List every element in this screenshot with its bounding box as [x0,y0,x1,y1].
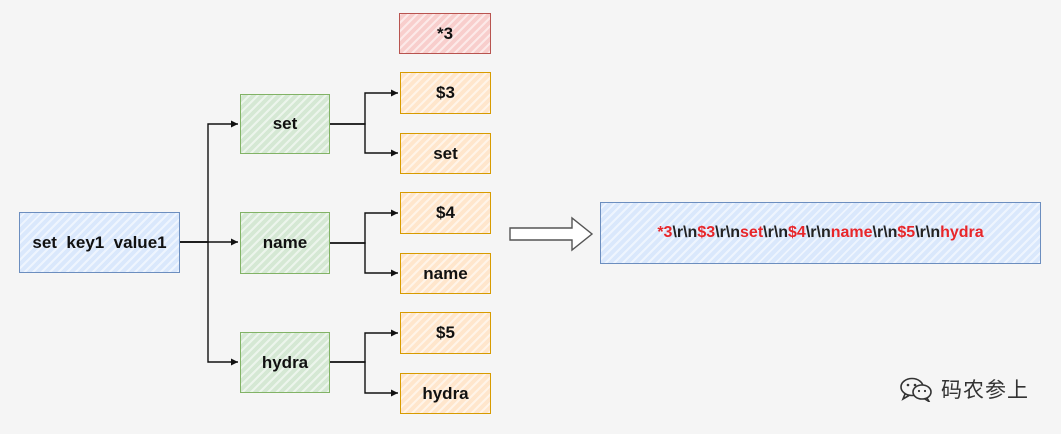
part-label: set [433,143,458,163]
part-label: hydra [422,383,469,403]
watermark: 码农参上 [899,374,1029,404]
count-label: *3 [436,23,454,43]
arg-label: set [272,114,298,133]
part-box-name-value: name [400,253,491,294]
connector-name-to-len [330,209,398,244]
connector-hydra-to-value [330,361,398,397]
result-segment: $3 [697,224,716,241]
part-box-set-value: set [400,133,491,174]
part-label: $4 [436,203,455,222]
command-label: set key1 value1 [32,232,167,252]
arg-box-hydra: hydra [240,332,330,393]
result-segment: $5 [897,224,916,241]
result-segment: *3 [657,224,673,241]
part-label: name [423,263,468,283]
connector-hydra-to-len [330,329,398,363]
connector-name-to-value [330,242,398,277]
watermark-text: 码农参上 [941,379,1029,402]
part-box-hydra-length: $5 [400,312,491,354]
part-box-set-length: $3 [400,72,491,114]
part-label: $3 [436,83,455,102]
part-box-hydra-value: hydra [400,373,491,414]
result-segment: \r\n [763,224,789,241]
connector-command-to-hydra [180,241,238,366]
connector-set-to-value [330,123,398,157]
result-segment: $4 [788,224,806,241]
result-arrow [509,216,594,252]
result-segment: hydra [940,224,984,241]
connector-set-to-len [330,89,398,125]
connector-command-to-set [180,120,238,243]
result-segment: name [830,224,873,241]
part-box-name-length: $4 [400,192,491,234]
result-segment: \r\n [672,224,698,241]
result-segment: \r\n [915,224,941,241]
wechat-icon [900,377,932,402]
arg-box-set: set [240,94,330,154]
arg-label: name [262,233,308,252]
result-segment: \r\n [805,224,831,241]
result-segment: \r\n [715,224,741,241]
result-segment: \r\n [872,224,898,241]
result-segment: set [740,224,764,241]
arg-label: hydra [261,352,309,372]
arg-box-name: name [240,212,330,274]
part-label: $5 [436,323,455,342]
count-box: *3 [399,13,491,54]
command-box: set key1 value1 [19,212,180,273]
